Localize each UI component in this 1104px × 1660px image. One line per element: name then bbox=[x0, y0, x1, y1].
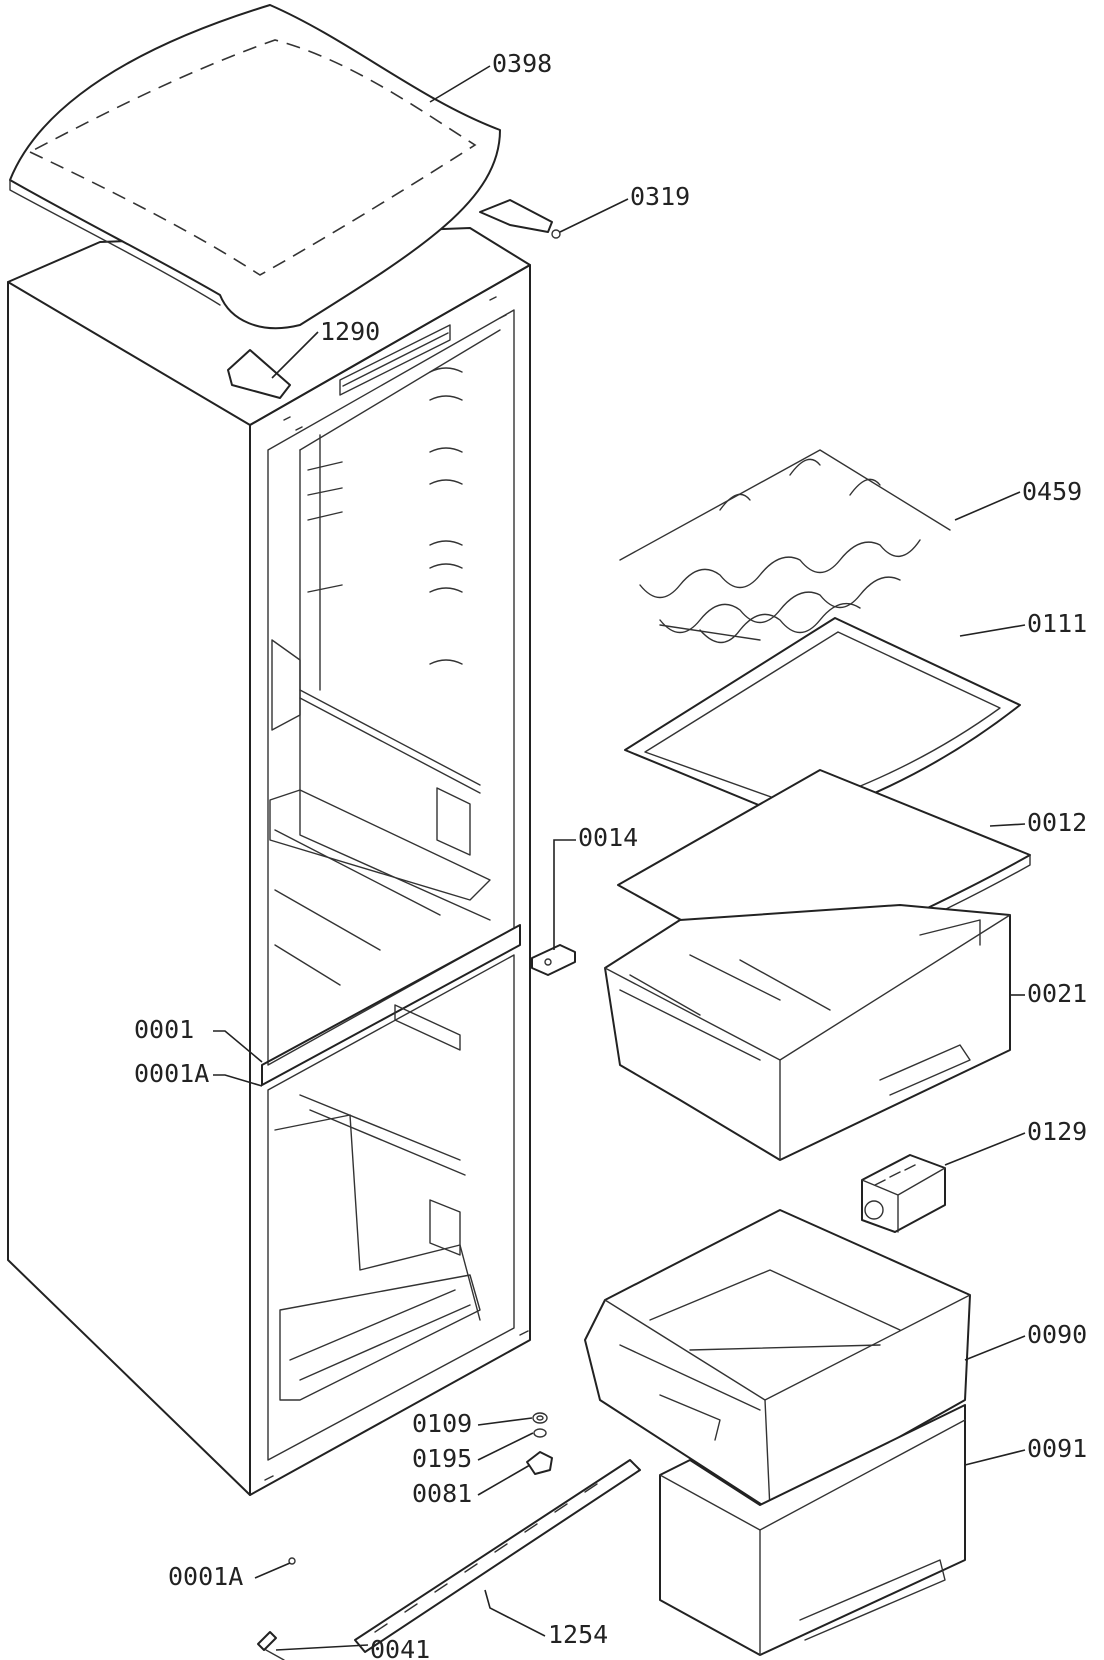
middle-hinge bbox=[531, 944, 576, 976]
label-1290: 1290 bbox=[320, 317, 380, 346]
crisper-drawer bbox=[584, 1209, 971, 1511]
small-parts bbox=[257, 1412, 553, 1660]
label-0001a-upper: 0001A bbox=[134, 1059, 209, 1088]
top-drawer bbox=[604, 904, 1011, 1161]
hinge-0319 bbox=[479, 199, 561, 239]
label-0129: 0129 bbox=[1027, 1117, 1087, 1146]
label-0012: 0012 bbox=[1027, 808, 1087, 837]
top-cover bbox=[9, 4, 501, 330]
bottom-drawer bbox=[659, 1404, 966, 1656]
label-0014: 0014 bbox=[578, 823, 638, 852]
label-1254: 1254 bbox=[548, 1620, 608, 1649]
wine-rack bbox=[619, 449, 951, 644]
label-0398: 0398 bbox=[492, 49, 552, 78]
label-0091: 0091 bbox=[1027, 1434, 1087, 1463]
label-0111: 0111 bbox=[1027, 609, 1087, 638]
refrigerator-cabinet bbox=[7, 227, 531, 1496]
part-labels: 0398 0319 1290 0459 0111 0012 0014 0021 … bbox=[134, 49, 1087, 1660]
toe-kick-grille bbox=[354, 1459, 641, 1653]
label-0041: 0041 bbox=[370, 1635, 430, 1660]
ice-tray bbox=[861, 1154, 946, 1233]
label-0081: 0081 bbox=[412, 1479, 472, 1508]
label-0459: 0459 bbox=[1022, 477, 1082, 506]
label-0021: 0021 bbox=[1027, 979, 1087, 1008]
label-0319: 0319 bbox=[630, 182, 690, 211]
label-0090: 0090 bbox=[1027, 1320, 1087, 1349]
leader-lines bbox=[213, 65, 1026, 1651]
label-0001a-lower: 0001A bbox=[168, 1562, 243, 1591]
label-0109: 0109 bbox=[412, 1409, 472, 1438]
label-0195: 0195 bbox=[412, 1444, 472, 1473]
label-0001: 0001 bbox=[134, 1015, 194, 1044]
hinge-1290 bbox=[227, 349, 291, 399]
